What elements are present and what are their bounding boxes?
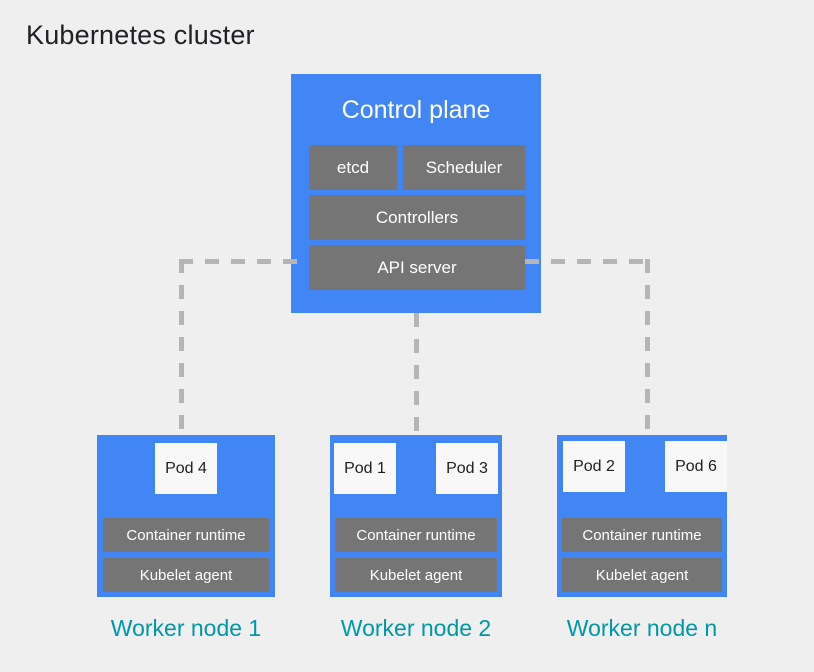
pod-box: Pod 4 [155, 443, 217, 494]
control-plane-component-controllers: Controllers [309, 195, 525, 240]
pod-box: Pod 2 [563, 441, 625, 492]
worker-node-n-container-runtime: Container runtime [562, 518, 722, 552]
connector-api-server-to-node-n-vertical [645, 259, 650, 437]
control-plane-component-scheduler: Scheduler [403, 145, 525, 190]
worker-node-1-caption: Worker node 1 [110, 615, 262, 641]
worker-node-2-kubelet-agent: Kubelet agent [335, 558, 497, 592]
worker-node-2-caption: Worker node 2 [340, 615, 492, 641]
pod-box: Pod 6 [665, 441, 727, 492]
control-plane-component-etcd: etcd [309, 145, 397, 190]
connector-control-plane-to-node-2-vertical [414, 313, 419, 437]
pod-box: Pod 1 [334, 443, 396, 494]
pod-box: Pod 3 [436, 443, 498, 494]
worker-node-2-container-runtime: Container runtime [335, 518, 497, 552]
connector-api-server-to-node-1-horizontal [179, 259, 309, 264]
worker-node-n-caption: Worker node n [566, 615, 718, 641]
worker-node-n-kubelet-agent: Kubelet agent [562, 558, 722, 592]
control-plane-component-api-server: API server [309, 245, 525, 290]
connector-api-server-to-node-1-vertical [179, 259, 184, 437]
page-title: Kubernetes cluster [26, 20, 255, 50]
worker-node-1-kubelet-agent: Kubelet agent [103, 558, 269, 592]
connector-api-server-to-node-n-horizontal [525, 259, 650, 264]
control-plane-title: Control plane [341, 96, 491, 124]
worker-node-1-container-runtime: Container runtime [103, 518, 269, 552]
